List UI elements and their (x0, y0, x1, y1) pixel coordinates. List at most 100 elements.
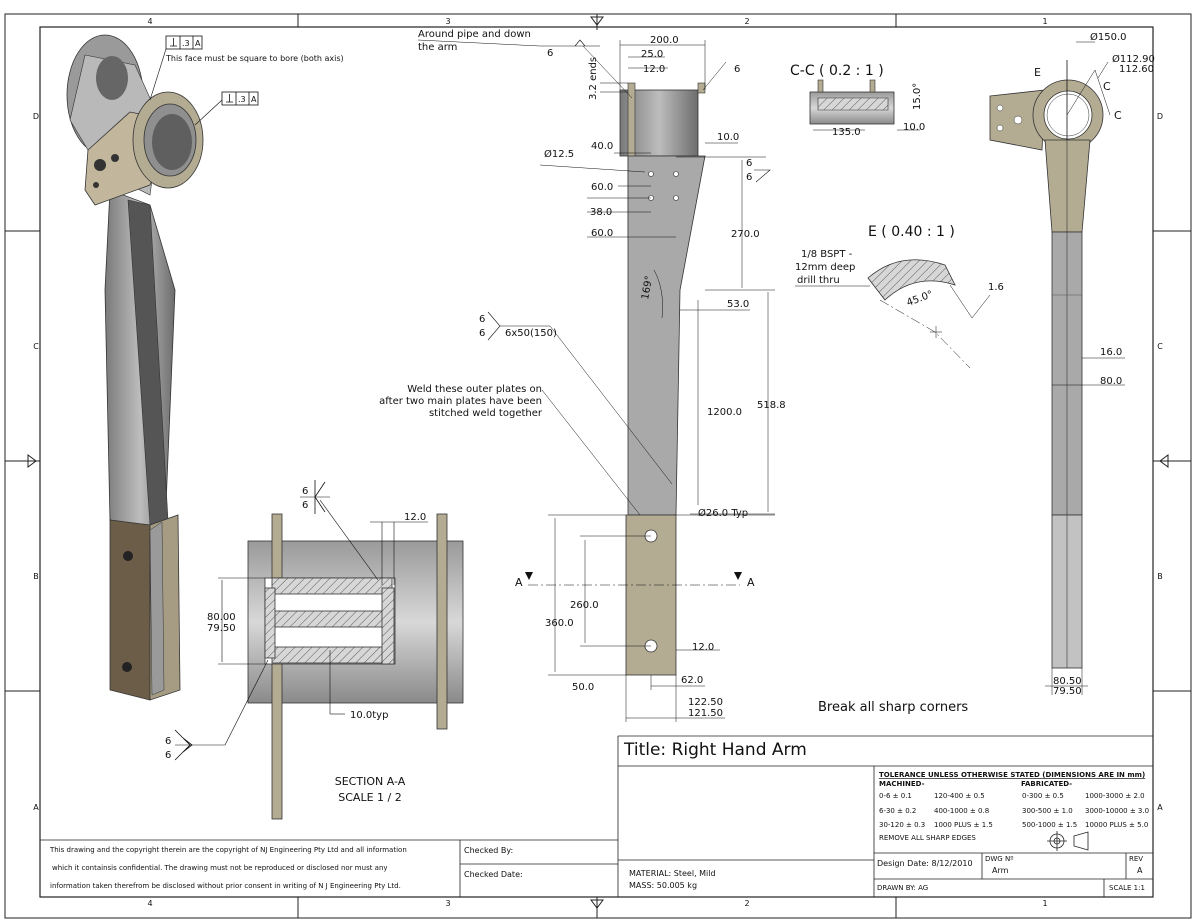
title-block-text: Title: Right Hand Arm This drawing and t… (49, 740, 1149, 892)
machined-1-0: 6-30 ± 0.2 (879, 807, 916, 815)
front-view-dims: 200.0 25.0 12.0 3.2 ends 10.0 Ø12.5 40.0… (515, 35, 786, 719)
dim-dia-12-5: Ø12.5 (544, 148, 574, 160)
detail-marker-e: E (1034, 66, 1041, 79)
zone-top-4: 4 (147, 17, 152, 26)
detail-e-title: E ( 0.40 : 1 ) (868, 224, 955, 240)
around-pipe-note-1: Around pipe and down (418, 29, 531, 40)
fabricated-label: FABRICATED- (1021, 780, 1072, 788)
zone-bottom-4: 4 (147, 899, 152, 908)
zone-bottom-1: 1 (1042, 899, 1047, 908)
side-dim-dia-150: Ø150.0 (1090, 31, 1127, 43)
side-dim-79-5: 79.50 (1053, 686, 1082, 697)
sheet-scale: SCALE 1:1 (1109, 884, 1145, 892)
bspt-note-3: drill thru (797, 275, 840, 286)
dim-40: 40.0 (591, 141, 613, 152)
square-fcf-2-value: .3 (238, 95, 246, 104)
dim-dia-26-typ: Ø26.0 Typ (698, 507, 748, 519)
zone-top-1: 1 (1042, 17, 1047, 26)
aa-side-weld-lower: 6 (165, 750, 171, 761)
stitch-weld-lower: 6 (479, 328, 485, 339)
dim-270: 270.0 (731, 229, 760, 240)
zone-right-a: A (1157, 803, 1163, 812)
side-view-labels: Ø150.0 Ø112.90 112.60 16.0 80.0 80.50 79… (1034, 31, 1155, 697)
side-weld-lower: 6 (746, 172, 752, 183)
detail-e-view (795, 259, 991, 369)
section-cc-title: C-C ( 0.2 : 1 ) (790, 63, 884, 79)
dim-60a: 60.0 (591, 182, 613, 193)
front-view-notes: Around pipe and down the arm 6 6 6 6 6 6… (379, 29, 771, 516)
section-cc-view (809, 79, 920, 131)
dim-122-5: 122.50 (688, 697, 723, 708)
around-pipe-note-2: the arm (418, 42, 457, 53)
material-label: MATERIAL: Steel, Mild (629, 869, 716, 878)
dwg-number-label: DWG Nº (985, 855, 1014, 863)
weld-outer-note-2: after two main plates have been (379, 396, 542, 407)
bspt-note-2: 12mm deep (795, 262, 855, 273)
dim-1200: 1200.0 (707, 407, 742, 418)
mass-label: MASS: 50.005 kg (629, 881, 697, 890)
zone-bottom-3: 3 (445, 899, 450, 908)
checked-by-label: Checked By: (464, 846, 513, 855)
fabricated-1-1: 3000-10000 ± 3.0 (1085, 807, 1149, 815)
machined-2-1: 1000 PLUS ± 1.5 (934, 821, 993, 829)
side-dim-112-6: 112.60 (1119, 64, 1154, 75)
front-view (525, 40, 775, 722)
fabricated-1-0: 300-500 ± 1.0 (1022, 807, 1073, 815)
iso-hole-bottom (122, 662, 132, 672)
section-marker-a-right: A (747, 576, 755, 589)
sheet-border (4, 13, 1192, 919)
iso-notes: .3 A This face must be square to bore (b… (149, 35, 344, 126)
section-aa-labels: 12.0 80.00 79.50 10.0typ SECTION A-A SCA… (207, 512, 426, 804)
tolerance-header: TOLERANCE UNLESS OTHERWISE STATED (DIMEN… (879, 771, 1145, 779)
dim-62: 62.0 (681, 675, 703, 686)
weld-outer-note-3: stitched weld together (429, 408, 543, 419)
isometric-view (66, 34, 204, 701)
square-fcf-2-datum: A (251, 95, 257, 104)
side-weld-upper: 6 (746, 158, 752, 169)
cc-dim-10: 10.0 (903, 122, 925, 133)
dim-200: 200.0 (650, 35, 679, 46)
zone-left-d: D (33, 112, 39, 121)
section-aa-title: SECTION A-A (335, 775, 406, 788)
tolerance-symbol-icon (1047, 831, 1089, 851)
top-right-weld: 6 (734, 64, 740, 75)
remove-edges-note: REMOVE ALL SHARP EDGES (879, 834, 976, 842)
zone-top-2: 2 (744, 17, 749, 26)
break-corners-note: Break all sharp corners (818, 700, 968, 715)
fabricated-2-1: 10000 PLUS ± 5.0 (1085, 821, 1148, 829)
rev-value: A (1137, 866, 1143, 875)
detail-e-dim-1-6: 1.6 (988, 282, 1004, 293)
weld-outer-note-1: Weld these outer plates on (407, 384, 542, 395)
design-date: Design Date: 8/12/2010 (877, 859, 973, 868)
zone-left-a: A (33, 803, 39, 812)
zone-right-d: D (1157, 112, 1163, 121)
dim-260: 260.0 (570, 600, 599, 611)
zone-bottom-2: 2 (744, 899, 749, 908)
section-aa-scale: SCALE 1 / 2 (338, 791, 401, 804)
rev-label: REV (1129, 855, 1143, 863)
dim-50: 50.0 (572, 682, 594, 693)
aa-weld-symbols: 6 6 6 6 (165, 480, 330, 761)
dim-3-2-ends: 3.2 ends (588, 57, 599, 100)
bspt-note-1: 1/8 BSPT - (801, 249, 853, 260)
zone-labels: 4 3 2 1 4 3 2 1 D C B A D C B A (33, 17, 1163, 908)
title-block (40, 735, 1153, 897)
aa-dim-12: 12.0 (404, 512, 426, 523)
dim-25: 25.0 (641, 49, 663, 60)
drawing-title: Title: Right Hand Arm (623, 740, 807, 760)
aa-side-weld-upper: 6 (165, 736, 171, 747)
zone-left-b: B (33, 572, 39, 581)
dim-38: 38.0 (590, 207, 612, 218)
iso-hole-top (123, 551, 133, 561)
cc-dim-15-deg: 15.0° (912, 83, 923, 110)
zone-right-c: C (1157, 342, 1163, 351)
dim-121-5: 121.50 (688, 708, 723, 719)
detail-e-angle: 45.0° (905, 289, 934, 309)
aa-dim-80: 80.00 (207, 612, 236, 623)
checked-date-label: Checked Date: (464, 870, 523, 879)
zone-left-c: C (33, 342, 39, 351)
side-dim-16: 16.0 (1100, 347, 1122, 358)
around-pipe-weld: 6 (547, 48, 553, 59)
square-face-note: This face must be square to bore (both a… (165, 54, 344, 63)
